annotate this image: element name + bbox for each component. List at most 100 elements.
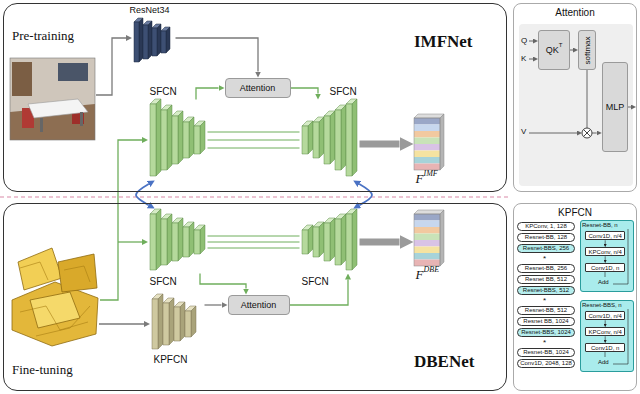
layer-slab: [169, 298, 174, 345]
input-name: Q: [521, 36, 527, 45]
image-table-leg: [40, 118, 43, 132]
layer-slab: [319, 117, 324, 158]
layer-row: Conv1D, 2048, 128: [517, 359, 575, 368]
image-wall: [10, 58, 95, 140]
image-table: [28, 99, 88, 118]
flow-connector: [176, 38, 259, 72]
operation-note: Add: [598, 359, 609, 365]
operation-label: QK: [546, 45, 559, 55]
feature-face: [440, 210, 444, 266]
layer-slab: [150, 214, 156, 270]
multiply-cross: [584, 130, 591, 137]
network-title: IMFNet: [414, 32, 473, 52]
layer-label: Resnet-BB, 128: [525, 234, 567, 240]
feature-bar: [414, 114, 444, 170]
layer-slab: [183, 227, 189, 257]
flow-connector: [360, 239, 400, 246]
stage-label: Pre-training: [12, 28, 74, 44]
flow-connector: [208, 140, 300, 141]
input-wire: [529, 41, 533, 42]
block-ground: [580, 220, 634, 292]
network-title: DBENet: [414, 352, 474, 372]
layer-slab: [161, 110, 167, 170]
layer-slab: [335, 110, 341, 170]
block-ground: [580, 300, 634, 372]
layer-label: Conv1D, 2048, 128: [520, 360, 572, 366]
flow-connector: [605, 320, 606, 324]
module-label: SFCN: [150, 86, 177, 97]
attention-block: Attention: [228, 295, 290, 315]
module-label: SFCN: [302, 276, 329, 287]
operation-label: softmax: [583, 36, 592, 64]
flow-connector: [196, 88, 219, 100]
operation-box: KPConv, n/4: [585, 327, 625, 336]
layer-slab: [172, 116, 178, 164]
stage-label: Fine-tuning: [12, 362, 73, 378]
layer-slab: [346, 214, 352, 270]
feature-outline: [414, 118, 440, 170]
feature-outline: [414, 214, 440, 266]
operation-box: Conv1D, n/4: [585, 311, 625, 320]
network-panel: ResNet34AttentionSFCNSFCNFIMFIMFNetPre-t…: [3, 3, 507, 192]
layer-slab: [180, 302, 185, 341]
layer-label: Resnet-BBS, 256: [523, 245, 569, 251]
feature-stripe: [414, 138, 440, 145]
layer-label: Resnet-BB, 256: [525, 265, 567, 271]
layer-slab: [335, 219, 341, 265]
layer-label: Resnet BB, 512: [525, 276, 567, 282]
layer-slab: [152, 28, 157, 56]
block-title: Resnet-BBS, n: [582, 302, 622, 308]
backbone-icon: ResNet34: [132, 19, 176, 61]
feature-superscript: IMF: [424, 169, 438, 178]
multiply-symbol: [582, 128, 592, 138]
operation-box: Conv1D, n: [585, 263, 625, 272]
input-wire: [529, 133, 577, 134]
layer-slab: [313, 227, 319, 257]
transfer-arrow: [136, 184, 149, 205]
layer-slab: [302, 230, 308, 254]
feature-face: [440, 114, 444, 170]
operation-box: softmax: [578, 30, 596, 70]
layer-slab: [158, 294, 163, 349]
layer-slab: [139, 18, 143, 62]
layer-slab: [341, 214, 346, 265]
layer-slab: [156, 99, 161, 176]
image-window: [58, 63, 88, 81]
feature-vector: FDBE: [414, 214, 440, 266]
layer-row: Resnet-BB, 128: [517, 233, 575, 242]
layer-slab: [152, 299, 158, 349]
network-panel: SFCNSFCNAttentionKPFCNFDBEDBENetFine-tun…: [3, 203, 507, 391]
detail-panel: QKTsoftmaxMLPAttention: [513, 3, 637, 192]
layer-slab: [308, 225, 313, 254]
input-wire: [118, 241, 142, 242]
input-name: K: [521, 54, 526, 63]
input-wire: [99, 323, 144, 324]
operation-label: KPConv, n/4: [589, 249, 622, 255]
operation-label: Conv1D, n: [591, 345, 619, 351]
layer-slab: [161, 219, 167, 265]
feature-stripe: [414, 234, 440, 241]
divider-line: [0, 196, 508, 197]
operation-label: Conv1D, n/4: [589, 313, 622, 319]
feature-stripe: [414, 253, 440, 260]
image-cabinet: [12, 62, 32, 96]
operation-label: Conv1D, n: [591, 265, 619, 271]
cloud-patch: [58, 254, 97, 292]
input-wire: [628, 107, 631, 108]
layer-slab: [178, 218, 183, 261]
cloud-patch: [30, 292, 80, 328]
layer-slab: [178, 111, 183, 164]
decoder-icon: SFCN: [300, 210, 360, 274]
layer-row: Resnet-BB, 1024: [517, 348, 575, 357]
encoder-icon: SFCN: [148, 100, 208, 180]
flow-connector: [200, 274, 246, 289]
leader-line: [605, 272, 606, 277]
feature-stripe: [414, 118, 440, 125]
network-icons: [134, 18, 357, 349]
layer-slab: [189, 222, 194, 257]
layer-slab: [174, 307, 180, 341]
feature-face: [414, 114, 444, 118]
panel-ground: [519, 24, 633, 186]
flow-connector: [205, 304, 222, 305]
